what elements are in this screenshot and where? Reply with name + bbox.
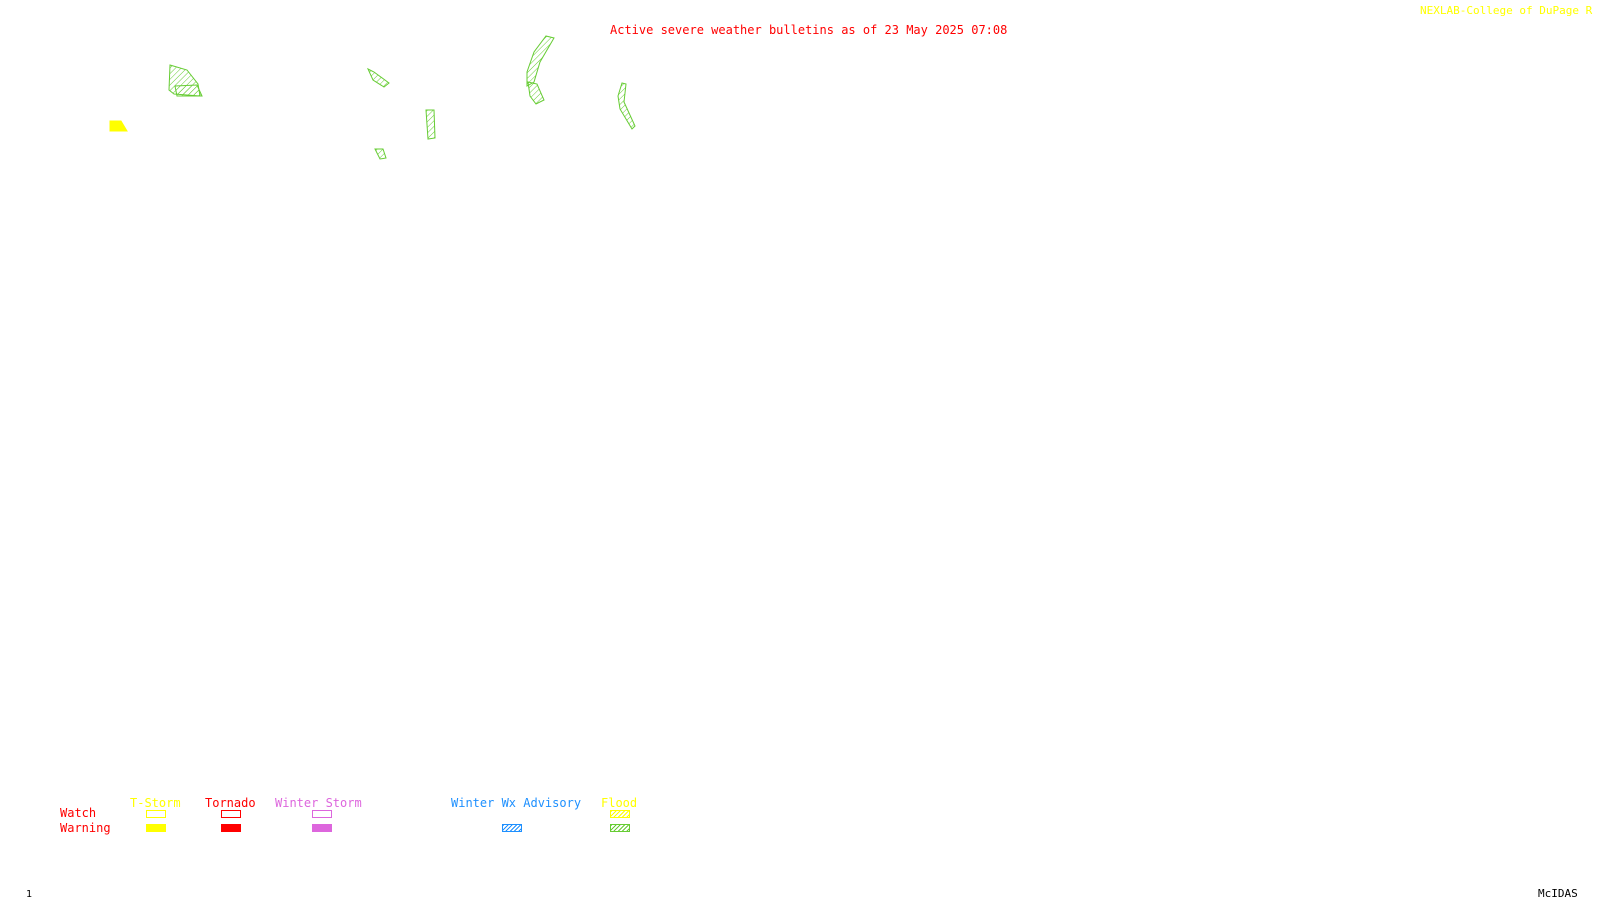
flood-warning-polygon xyxy=(366,67,390,88)
legend: T-Storm Tornado Winter Storm Winter Wx A… xyxy=(0,790,700,840)
flood-warning-polygon xyxy=(425,109,436,140)
flood-warning-polygon xyxy=(617,82,636,130)
legend-header-winter-wx-advisory: Winter Wx Advisory xyxy=(451,796,582,810)
tornado-warning-swatch xyxy=(221,824,241,832)
source-credit: NEXLAB-College of DuPage R xyxy=(1420,4,1593,17)
legend-row-warning: Warning xyxy=(60,821,111,835)
flood-watch-swatch xyxy=(610,810,630,818)
legend-header-tornado: Tornado xyxy=(205,796,256,810)
flood-warning-polygon xyxy=(374,148,387,160)
legend-header-winter-storm: Winter Storm xyxy=(275,796,362,810)
tstorm-watch-swatch xyxy=(146,810,166,818)
tstorm-warning-swatch xyxy=(146,824,166,832)
winter-storm-warning-swatch xyxy=(312,824,332,832)
legend-header-tstorm: T-Storm xyxy=(130,796,181,810)
frame-number: 1 xyxy=(26,889,33,900)
legend-header-flood: Flood xyxy=(601,796,638,810)
legend-row-watch: Watch xyxy=(60,806,97,820)
flood-warning-swatch xyxy=(610,824,630,832)
flood-warning-polygon xyxy=(527,81,545,105)
tstorm-warning-polygon xyxy=(109,120,128,132)
tornado-watch-swatch xyxy=(221,810,241,818)
winter-wx-advisory-swatch xyxy=(502,824,522,832)
winter-storm-watch-swatch xyxy=(312,810,332,818)
flood-warning-polygon xyxy=(174,84,203,97)
flood-warning-polygon xyxy=(526,35,555,87)
software-label: McIDAS xyxy=(1538,887,1578,900)
map-title: Active severe weather bulletins as of 23… xyxy=(610,23,1008,37)
